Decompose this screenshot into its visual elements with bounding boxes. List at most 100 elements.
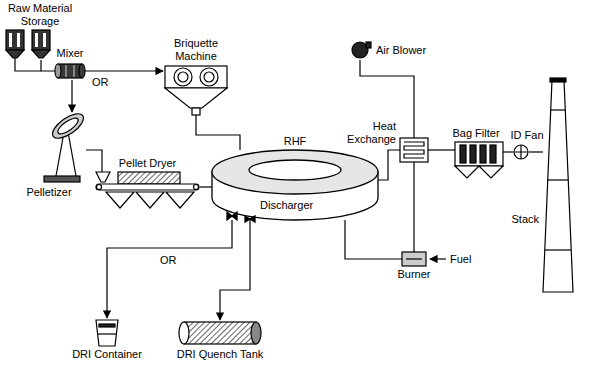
- quench-drum: [251, 322, 261, 344]
- bag-filter-symbol: [455, 166, 479, 178]
- stack-tower: [543, 78, 573, 292]
- dryer-conveyor: [118, 172, 180, 184]
- briquette-press: [204, 72, 214, 82]
- bag-filter-symbol: [490, 145, 496, 163]
- flow-line: [413, 162, 414, 252]
- stack-tower: [548, 179, 568, 180]
- container-symbol: [99, 324, 115, 327]
- stack: Stack: [543, 78, 573, 293]
- mixer: Mixer: [55, 62, 85, 80]
- quench-drum: [179, 322, 189, 344]
- equipment-label: ID Fan: [511, 129, 544, 142]
- dryer-conveyor: [96, 184, 199, 190]
- flow-line: [200, 186, 212, 187]
- fan-symbol: [514, 145, 528, 159]
- dri-quench-tank: DRI Quench Tank: [178, 320, 262, 346]
- stack-tower: [551, 109, 566, 110]
- equipment-label: Mixer: [57, 47, 84, 60]
- heat-exchanger-symbol: [404, 142, 424, 158]
- dryer-conveyor: [194, 185, 199, 190]
- briquette-press: [192, 108, 200, 115]
- fan-symbol: [514, 145, 528, 159]
- pelletizer-pan: [68, 132, 76, 176]
- flow-line: [196, 115, 240, 150]
- storage-silo: [6, 50, 24, 58]
- bag-filter-symbol: [460, 145, 466, 163]
- dri-container: DRI Container: [95, 318, 119, 346]
- blower-symbol: [366, 42, 371, 48]
- equipment-label: Bag Filter: [452, 127, 499, 140]
- mixer-drum: [79, 64, 85, 78]
- quench-drum: [179, 322, 261, 344]
- or-note: OR: [92, 76, 109, 89]
- bag-filter-symbol: [455, 142, 503, 166]
- mixer-drum: [73, 65, 74, 77]
- flow-line: [71, 80, 72, 112]
- flow-line: [529, 151, 543, 152]
- pelletizer-pan: [49, 109, 88, 143]
- air-blower: Air Blower: [350, 40, 370, 60]
- flow-line: [428, 149, 455, 150]
- equipment-label: RHF: [284, 135, 307, 148]
- burner-symbol: [402, 252, 426, 266]
- flow-line: [86, 150, 102, 172]
- equipment-label: DRI Container: [72, 348, 142, 361]
- storage-silo: [17, 33, 20, 47]
- flow-line: [107, 220, 232, 318]
- storage-silo: [9, 33, 12, 47]
- briquette-press: [178, 72, 188, 82]
- storage-silo: [32, 50, 50, 58]
- equipment-label: Burner: [397, 268, 430, 281]
- equipment-label: DRI Quench Tank: [177, 348, 264, 361]
- flow-line: [85, 70, 163, 71]
- mixer-drum: [55, 64, 85, 78]
- storage-silo: [35, 33, 38, 47]
- equipment-label: Pelletizer: [26, 186, 71, 199]
- equipment-label: Raw Material Storage: [4, 2, 76, 28]
- hearth-ring: [227, 212, 237, 220]
- part-label: Discharger: [260, 199, 313, 212]
- stack-tower: [543, 80, 573, 292]
- hearth-ring: [249, 160, 341, 180]
- briquette-press: [200, 68, 218, 86]
- heat-exchanger-symbol: [400, 138, 428, 162]
- dryer-conveyor: [96, 172, 110, 182]
- burner-symbol: [402, 252, 446, 266]
- burner-symbol: [430, 258, 446, 259]
- storage-silos: Raw Material Storage: [4, 30, 52, 60]
- mixer-drum: [55, 64, 61, 78]
- storage-silo: [32, 30, 50, 50]
- pelletizer: Pelletizer: [40, 112, 86, 184]
- dryer-conveyor: [96, 172, 199, 208]
- dryer-conveyor: [136, 192, 164, 208]
- heat-exchanger-symbol: [400, 138, 428, 162]
- hearth-ring: [212, 150, 378, 194]
- flow-line: [220, 220, 250, 320]
- dryer-conveyor: [97, 185, 102, 190]
- briquette-press: [165, 66, 227, 88]
- container-symbol: [98, 333, 116, 334]
- pellet-dryer: Pellet Dryer: [95, 172, 200, 210]
- pelletizer-pan: [56, 115, 81, 136]
- equipment-label: Heat Exchange: [340, 120, 396, 146]
- stack-tower: [550, 78, 566, 82]
- briquette-press: [174, 68, 192, 86]
- dryer-conveyor: [166, 192, 194, 208]
- equipment-label: Briquette Machine: [163, 37, 229, 63]
- bag-filter-symbol: [455, 142, 503, 178]
- briquette-machine: Briquette Machine: [163, 65, 229, 115]
- fan-symbol: [514, 145, 528, 159]
- flow-line: [378, 150, 400, 180]
- storage-silo: [15, 58, 41, 71]
- dryer-conveyor: [106, 192, 134, 208]
- bag-filter-symbol: [480, 145, 486, 163]
- hearth-ring: [212, 150, 378, 222]
- mixer-drum: [65, 65, 66, 77]
- equipment-label: Stack: [511, 213, 539, 226]
- or-note: OR: [160, 254, 177, 267]
- briquette-press: [165, 66, 227, 115]
- pelletizer-pan: [44, 176, 80, 182]
